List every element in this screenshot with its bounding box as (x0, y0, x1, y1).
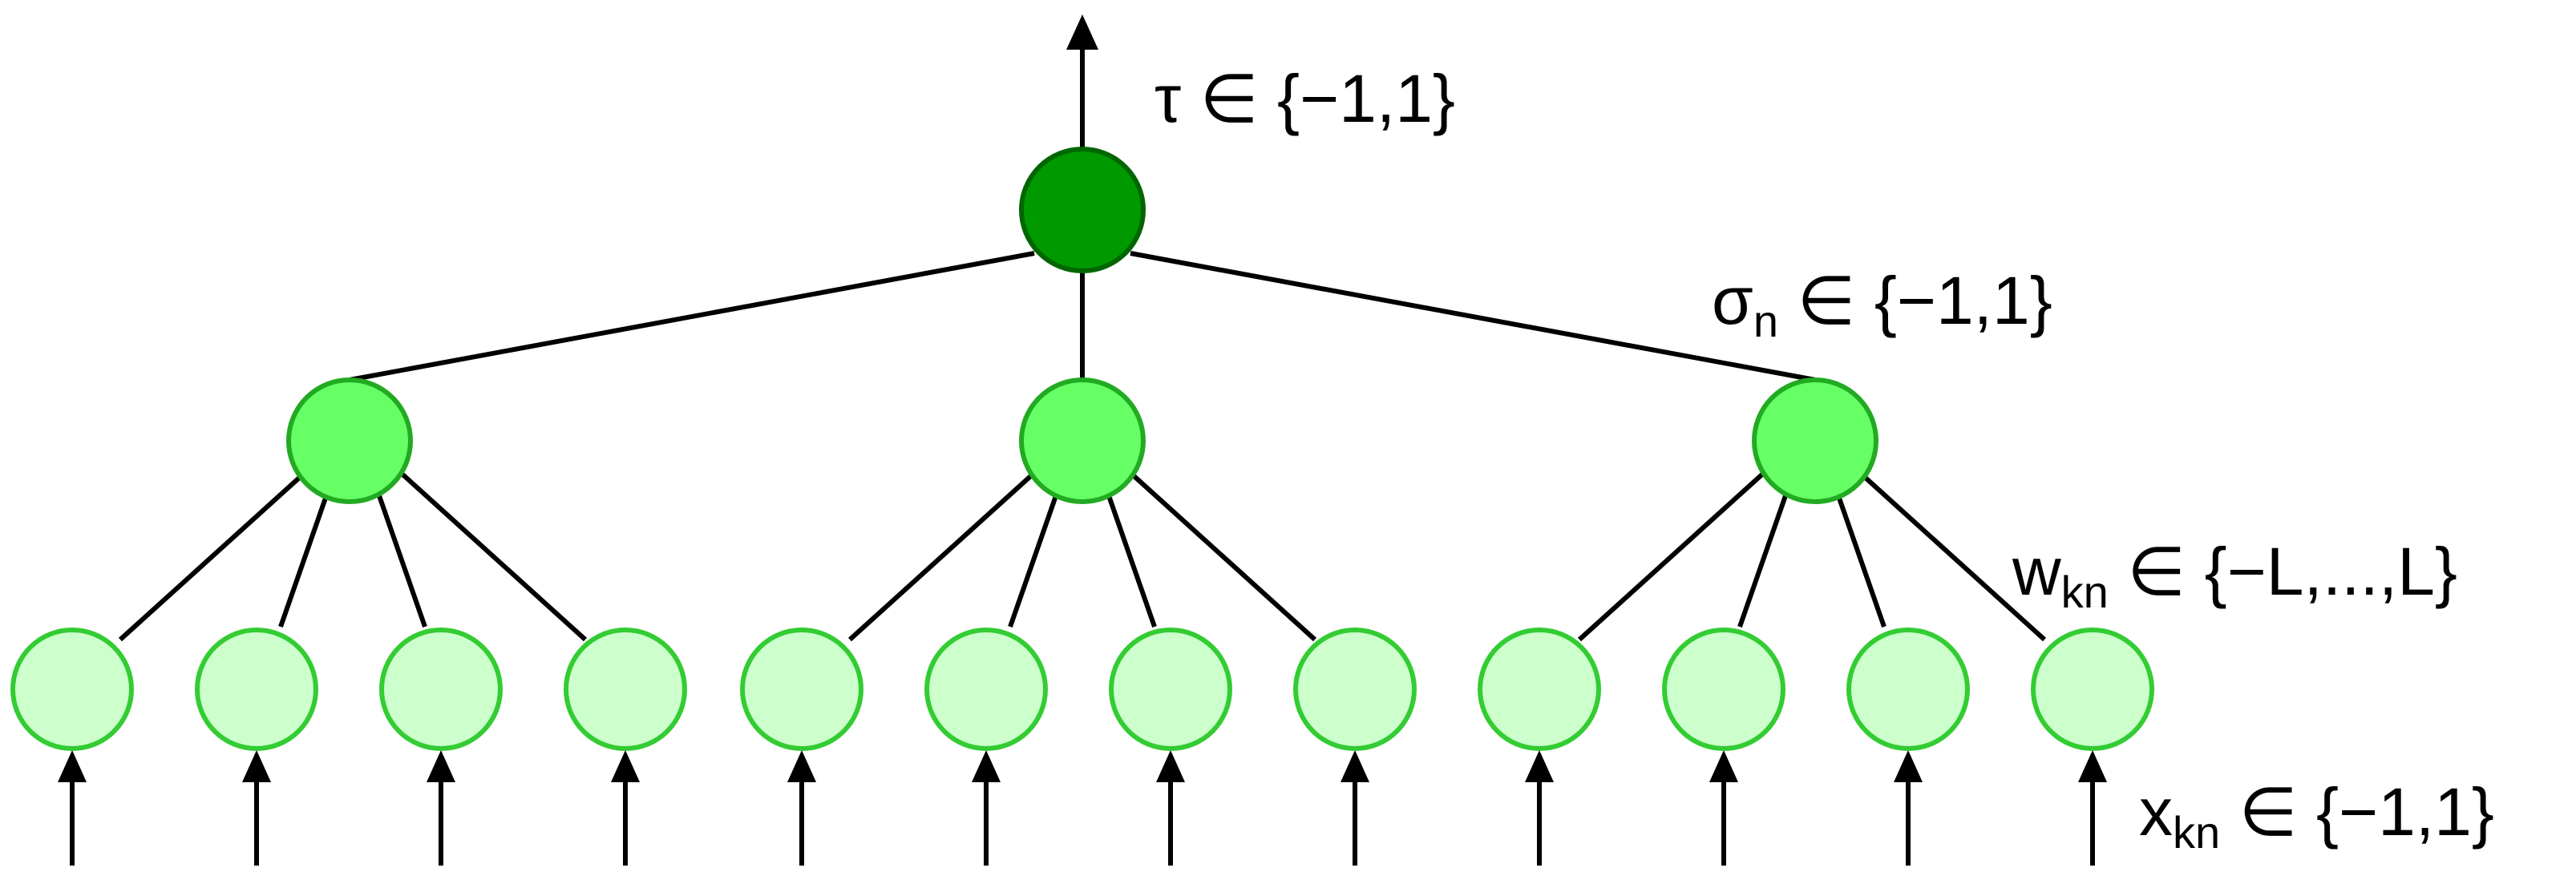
input-arrow (972, 750, 1001, 866)
input-label: xkn ∈ {−1,1} (2139, 774, 2494, 858)
input-layer (10, 628, 2154, 751)
edge-output-hidden-1 (349, 251, 1035, 382)
input-node (10, 628, 134, 751)
output-label: τ ∈ {−1,1} (1155, 61, 1455, 136)
input-node (564, 628, 687, 751)
input-arrows (58, 750, 2107, 866)
input-node (1293, 628, 1417, 751)
input-arrow (1709, 750, 1738, 866)
edge-h2-i4 (1128, 470, 1317, 642)
hidden-layer (286, 377, 1878, 504)
input-arrow (1341, 750, 1369, 866)
edge-h1-i4 (398, 470, 588, 642)
hidden-label-subscript: n (1753, 296, 1778, 346)
output-label-relation: ∈ {−1,1} (1181, 61, 1455, 136)
input-node (1109, 628, 1232, 751)
edge-h2-i1 (847, 470, 1037, 642)
input-arrow (1156, 750, 1185, 866)
weight-label-relation: ∈ {−L,...,L} (2109, 534, 2457, 609)
hidden-node (1752, 377, 1878, 504)
input-node (924, 628, 1048, 751)
hidden-label-symbol: σ (1712, 263, 1753, 338)
hidden-label-relation: ∈ {−1,1} (1778, 263, 2052, 338)
output-node (1019, 147, 1146, 273)
input-node (379, 628, 503, 751)
input-arrow (58, 750, 87, 866)
weight-label-subscript: kn (2061, 567, 2109, 617)
input-label-relation: ∈ {−1,1} (2220, 774, 2494, 850)
hidden-node (286, 377, 413, 504)
output-arrow (1066, 14, 1098, 151)
input-node (740, 628, 863, 751)
input-arrow (1525, 750, 1554, 866)
edge-h1-i2 (278, 488, 331, 628)
input-node (2031, 628, 2154, 751)
edge-output-hidden-3 (1130, 251, 1816, 382)
input-arrow (427, 750, 455, 866)
output-hidden-edges (349, 251, 1816, 382)
input-node (1662, 628, 1785, 751)
weight-label-symbol: w (2012, 534, 2061, 609)
input-arrow (2078, 750, 2107, 866)
input-node (1846, 628, 1970, 751)
weight-label: wkn ∈ {−L,...,L} (2012, 534, 2457, 617)
edge-h3-i3 (1834, 488, 1887, 628)
hidden-node (1019, 377, 1146, 504)
edge-h3-i4 (1858, 470, 2047, 642)
input-node (1478, 628, 1601, 751)
edge-h3-i1 (1577, 470, 1766, 642)
edge-h2-i2 (1008, 488, 1061, 628)
edge-h2-i3 (1104, 488, 1157, 628)
input-arrow (242, 750, 271, 866)
input-arrow (1894, 750, 1923, 866)
edge-h1-i1 (118, 470, 307, 642)
hidden-label: σn ∈ {−1,1} (1712, 263, 2052, 346)
input-label-symbol: x (2139, 774, 2173, 850)
output-arrow-head (1066, 14, 1098, 50)
edge-h1-i3 (374, 488, 427, 628)
edge-h3-i2 (1737, 488, 1790, 628)
input-arrow (611, 750, 640, 866)
input-label-subscript: kn (2173, 807, 2220, 858)
input-node (195, 628, 318, 751)
output-label-symbol: τ (1155, 61, 1181, 136)
hidden-input-edges (118, 470, 2047, 642)
input-arrow (787, 750, 816, 866)
